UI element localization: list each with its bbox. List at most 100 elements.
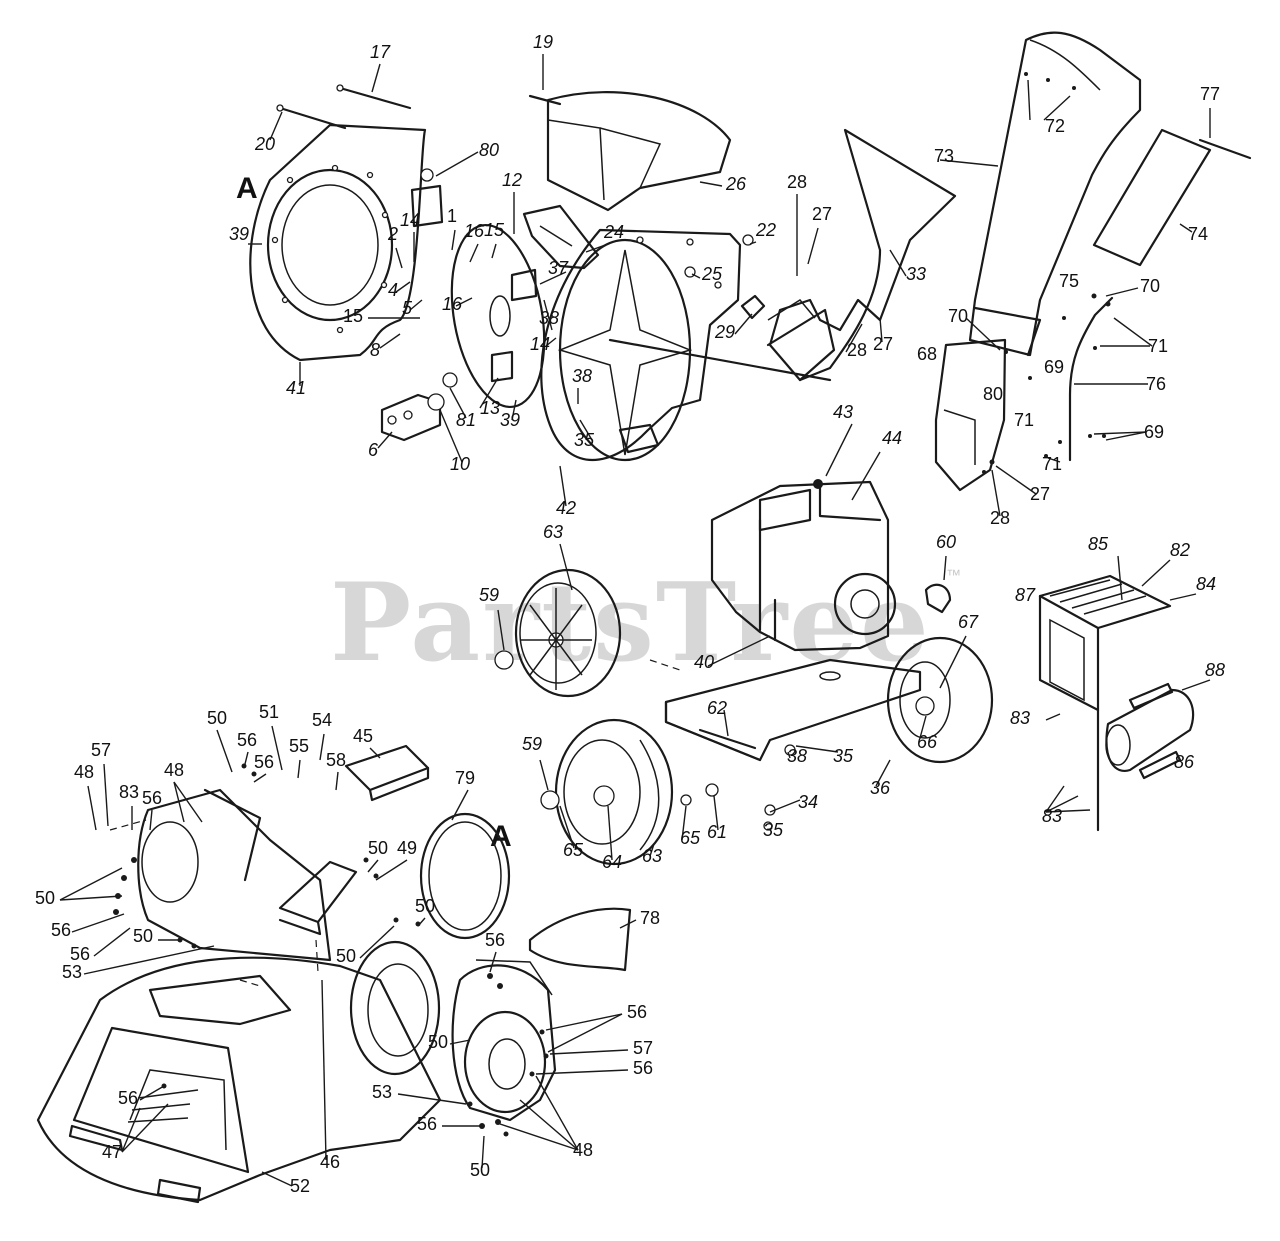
callout-71: 71 xyxy=(1148,336,1168,356)
watermark-trademark: ™ xyxy=(946,567,961,584)
callout-22: 22 xyxy=(755,220,776,240)
callout-70: 70 xyxy=(948,306,968,326)
part-41-rear-housing-plate xyxy=(249,123,427,362)
callout-34: 34 xyxy=(798,792,818,812)
part-46-left-shell xyxy=(137,788,332,962)
callout-56: 56 xyxy=(237,730,257,750)
callout-54: 54 xyxy=(312,710,332,730)
part-52-main-housing xyxy=(36,956,442,1204)
callout-79: 79 xyxy=(455,768,475,788)
callout-77: 77 xyxy=(1200,84,1220,104)
part-76-control-rod xyxy=(1068,296,1114,462)
callout-1: 1 xyxy=(447,206,457,226)
callout-10: 10 xyxy=(450,454,470,474)
callout-15: 15 xyxy=(343,306,363,326)
callout-19: 19 xyxy=(533,32,553,52)
bottom-dashed-guides xyxy=(109,819,319,987)
callout-27: 27 xyxy=(873,334,893,354)
callout-36: 36 xyxy=(870,778,891,798)
callout-16: 16 xyxy=(442,294,463,314)
callout-38: 38 xyxy=(787,746,807,766)
callout-82: 82 xyxy=(1170,540,1190,560)
part-81-spacer xyxy=(442,372,458,388)
callout-35: 35 xyxy=(763,820,784,840)
callout-63: 63 xyxy=(543,522,563,542)
callout-27: 27 xyxy=(812,204,832,224)
callout-76: 76 xyxy=(1146,374,1166,394)
part-59-hubcap-upper xyxy=(494,650,514,670)
callout-55: 55 xyxy=(289,736,309,756)
part-24-deflector xyxy=(522,204,600,270)
callout-40: 40 xyxy=(694,652,714,672)
callout-69: 69 xyxy=(1044,357,1064,377)
part-73-discharge-chute xyxy=(968,31,1142,357)
callout-37: 37 xyxy=(548,258,569,278)
callout-50: 50 xyxy=(133,926,153,946)
callout-8: 8 xyxy=(370,340,380,360)
callout-56: 56 xyxy=(51,920,71,940)
callout-80: 80 xyxy=(983,384,1003,404)
callout-59: 59 xyxy=(522,734,542,754)
part-34-35-nuts xyxy=(763,744,796,831)
callout-85: 85 xyxy=(1088,534,1109,554)
callout-41: 41 xyxy=(286,378,306,398)
part-19-hinge-pin xyxy=(528,94,562,106)
callout-47: 47 xyxy=(102,1142,122,1162)
callout-57: 57 xyxy=(91,740,111,760)
watermark-text: PartsTree xyxy=(330,560,931,686)
callout-65: 65 xyxy=(563,840,584,860)
callout-20: 20 xyxy=(254,134,275,154)
callout-51: 51 xyxy=(259,702,279,722)
part-29-latch xyxy=(740,294,766,320)
callout-50: 50 xyxy=(415,896,435,916)
callout-74: 74 xyxy=(1188,224,1208,244)
callout-35: 35 xyxy=(833,746,854,766)
part-78-shield xyxy=(528,907,632,972)
part-57-right-shell xyxy=(451,959,557,1122)
part-62-axle xyxy=(698,728,757,750)
callout-56: 56 xyxy=(70,944,90,964)
part-77-rod xyxy=(1198,138,1252,160)
callout-80: 80 xyxy=(479,140,499,160)
callout-61: 61 xyxy=(707,822,727,842)
callout-59: 59 xyxy=(479,585,499,605)
callout-73: 73 xyxy=(934,146,954,166)
chute-hardware-dots xyxy=(982,72,1111,474)
part-33-chute-hopper xyxy=(766,128,957,382)
callout-50: 50 xyxy=(35,888,55,908)
callout-48: 48 xyxy=(573,1140,593,1160)
leader-lines-bottom xyxy=(59,725,637,1187)
part-22-nut xyxy=(742,234,754,246)
part-44-engine xyxy=(710,479,897,652)
callout-83: 83 xyxy=(119,782,139,802)
callout-4: 4 xyxy=(388,280,398,300)
part-49-deflector xyxy=(278,860,358,936)
part-87-rack xyxy=(1038,574,1172,832)
callout-48: 48 xyxy=(164,760,184,780)
callout-87: 87 xyxy=(1015,585,1036,605)
callout-14: 14 xyxy=(400,210,420,230)
callout-28: 28 xyxy=(990,508,1010,528)
callout-50: 50 xyxy=(470,1160,490,1180)
callout-35: 35 xyxy=(574,430,595,450)
part-47-inner-rails xyxy=(127,1089,199,1123)
callout-56: 56 xyxy=(627,1002,647,1022)
part-59-hubcap-lower xyxy=(540,790,560,810)
part-68-chute-base xyxy=(934,338,1007,492)
callout-16: 16 xyxy=(464,221,485,241)
callout-71: 71 xyxy=(1014,410,1034,430)
callout-72: 72 xyxy=(1045,116,1065,136)
part-50-disc xyxy=(349,940,441,1076)
callout-53: 53 xyxy=(372,1082,392,1102)
part-64-wheel-front xyxy=(554,718,674,866)
callout-83: 83 xyxy=(1010,708,1030,728)
callout-38: 38 xyxy=(572,366,592,386)
callout-45: 45 xyxy=(353,726,373,746)
callout-81: 81 xyxy=(456,410,476,430)
part-88-heat-shield xyxy=(1128,682,1182,780)
callout-58: 58 xyxy=(326,750,346,770)
callout-50: 50 xyxy=(207,708,227,728)
bottom-hardware-dots xyxy=(113,763,549,1137)
callout-46: 46 xyxy=(320,1152,340,1172)
